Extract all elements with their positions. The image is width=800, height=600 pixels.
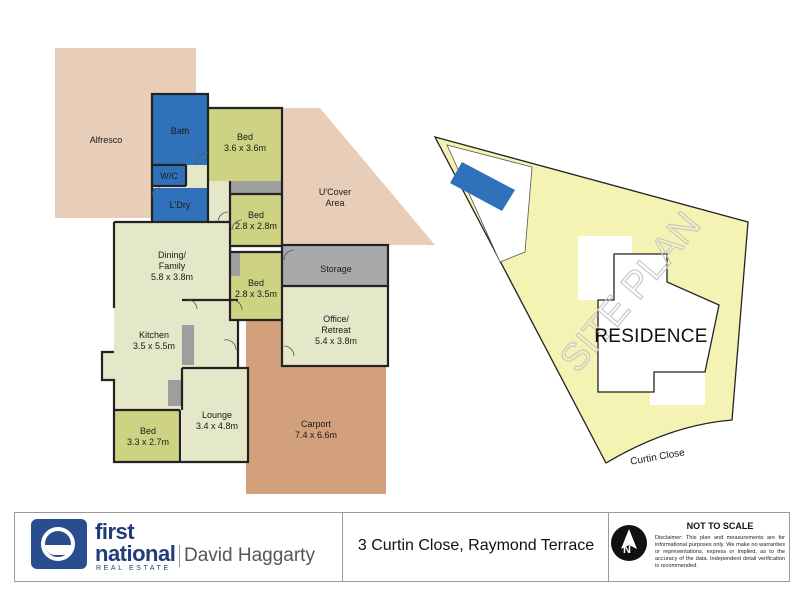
storage-room (282, 245, 388, 286)
walls (100, 92, 390, 464)
floor-plan-and-site-plan: Alfresco Bath W/C L'Dry Bed 3.6 x 3.6m B… (55, 48, 749, 494)
ldry-label: L'Dry (170, 200, 191, 210)
dining-size: 5.8 x 3.8m (151, 272, 193, 282)
bed-room-1 (208, 108, 282, 181)
property-address: 3 Curtin Close, Raymond Terrace (357, 537, 595, 554)
north-arrow-icon (611, 525, 647, 561)
kitchen-room (102, 308, 182, 410)
bed4-label: Bed (140, 426, 156, 436)
bed3-size: 2.8 x 3.5m (235, 289, 277, 299)
residence-outline (597, 253, 720, 393)
street-label: Curtin Close (630, 447, 687, 467)
storage-label: Storage (320, 264, 352, 274)
bed1-size: 3.6 x 3.6m (224, 143, 266, 153)
logo-sweep (45, 545, 73, 555)
brand-logo-icon (31, 519, 87, 569)
carport-label: Carport (301, 419, 332, 429)
logo-ring (41, 527, 75, 561)
laundry-room (152, 188, 208, 222)
footer-bar: first national REAL ESTATE David Haggart… (14, 512, 790, 582)
dining-label-1: Dining/ (158, 250, 187, 260)
bed2-size: 2.8 x 2.8m (235, 221, 277, 231)
dark-hall-strip-2 (168, 380, 182, 406)
ucover-label-1: U'Cover (319, 187, 351, 197)
gray-strip-bed (230, 181, 282, 194)
dark-hall-strip (182, 325, 194, 365)
door-swings (151, 152, 295, 357)
dining-label-2: Family (159, 261, 186, 271)
bed-room-2 (230, 194, 282, 246)
residence-label: RESIDENCE (594, 326, 708, 347)
bed1-label: Bed (237, 132, 253, 142)
not-to-scale-title: NOT TO SCALE (686, 521, 754, 531)
office-label-2: Retreat (321, 325, 351, 335)
pool (450, 162, 515, 211)
divider (342, 513, 343, 581)
bed3-label: Bed (248, 278, 264, 288)
lounge-label: Lounge (202, 410, 232, 420)
alfresco-area (55, 48, 196, 218)
brand-tagline: REAL ESTATE (96, 565, 171, 572)
bath-room (152, 94, 208, 165)
bed2-label: Bed (248, 210, 264, 220)
floor-plan: Alfresco Bath W/C L'Dry Bed 3.6 x 3.6m B… (55, 48, 435, 494)
site-plan: SITE PLAN RESIDENCE Curtin Close (433, 135, 749, 468)
brand-name-first: first (95, 519, 135, 544)
lounge-room (182, 368, 248, 462)
bath-label: Bath (171, 126, 190, 136)
dining-family-room (114, 222, 232, 308)
wc-room (152, 165, 186, 186)
wc-label: W/C (160, 171, 178, 181)
bed-room-4 (114, 410, 180, 462)
office-label-1: Office/ (323, 314, 349, 324)
office-size: 5.4 x 3.8m (315, 336, 357, 346)
north-arrow-glyph (621, 529, 637, 549)
ucover-area (282, 108, 435, 245)
alfresco-label: Alfresco (90, 135, 123, 145)
office-retreat-room (282, 286, 388, 366)
kitchen-size: 3.5 x 5.5m (133, 341, 175, 351)
lounge-size: 3.4 x 4.8m (196, 421, 238, 431)
north-label: N (623, 544, 631, 556)
gray-strip-bed2 (230, 252, 240, 276)
divider (608, 513, 609, 581)
agent-name: David Haggarty (179, 545, 315, 567)
disclaimer-text: Disclaimer: This plan and measurements a… (655, 535, 785, 569)
bed4-size: 3.3 x 2.7m (127, 437, 169, 447)
carport-size: 7.4 x 6.6m (295, 430, 337, 440)
brand-name-national: national (95, 541, 176, 566)
kitchen-label: Kitchen (139, 330, 169, 340)
ucover-label-2: Area (325, 198, 344, 208)
